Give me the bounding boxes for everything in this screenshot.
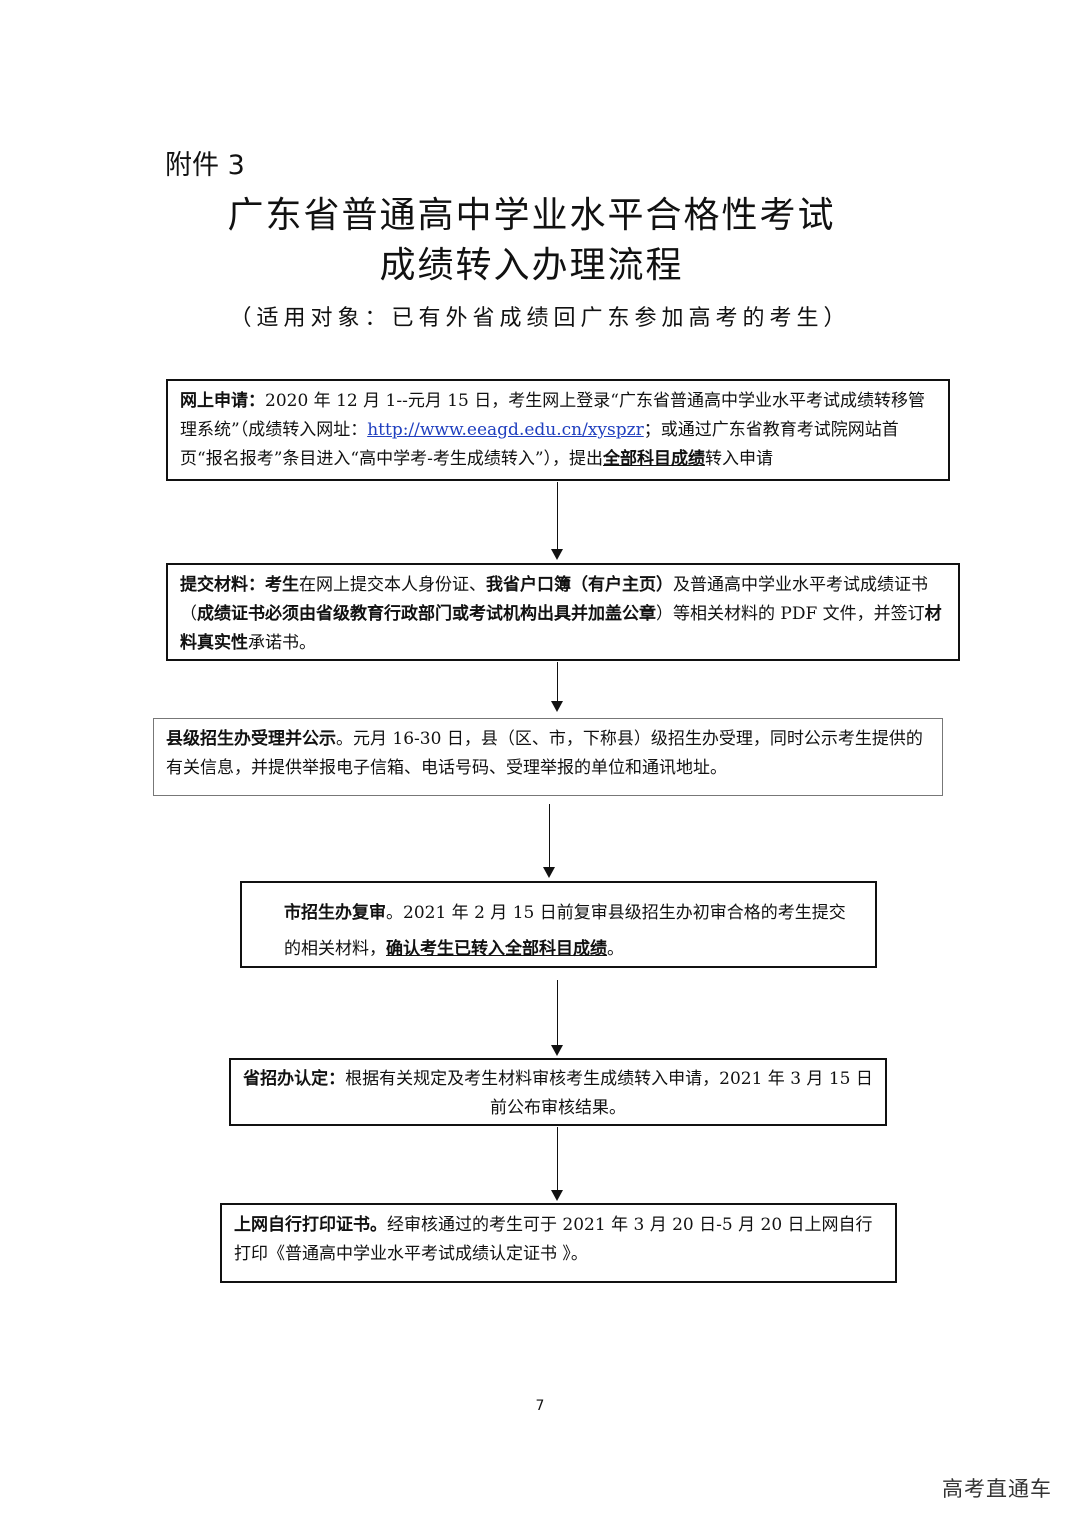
- step-text: 及普通高中学业水平考试成绩证书（: [180, 575, 928, 624]
- step-heading: 市招生办复审: [284, 903, 386, 923]
- step-text: 。元月 16-30 日，县（区、市，下称县）级招生办受理，同时公示考生提供的有关…: [166, 729, 923, 778]
- flow-step-online-application: 网上申请：2020 年 12 月 1--元月 15 日，考生网上登录“广东省普通…: [166, 379, 950, 481]
- step-heading: 县级招生办受理并公示: [166, 729, 336, 749]
- step-text: 转入申请: [705, 449, 774, 469]
- step-text: 经审核通过的考生可于 2021 年 3 月 20 日-5 月 20 日上网自行打…: [234, 1215, 873, 1264]
- step-emphasis: 材料真实性: [180, 604, 942, 653]
- step-text: 承诺书。: [248, 633, 316, 653]
- registration-url-link[interactable]: http://www.eeagd.edu.cn/xyspzr: [367, 420, 644, 440]
- flow-step-submit-materials: 提交材料：考生在网上提交本人身份证、我省户口簿（有户主页）及普通高中学业水平考试…: [166, 563, 960, 661]
- step-text: 。2021 年 2 月 15 日前复审县级招生办初审合格的考生提交的相关材料，: [284, 903, 846, 959]
- page-number: 7: [535, 1398, 545, 1414]
- document-subtitle: （适用对象：已有外省成绩回广东参加高考的考生）: [229, 306, 851, 331]
- flow-step-county-review: 县级招生办受理并公示。元月 16-30 日，县（区、市，下称县）级招生办受理，同…: [153, 718, 943, 796]
- flow-step-city-recheck: 市招生办复审。2021 年 2 月 15 日前复审县级招生办初审合格的考生提交的…: [240, 881, 877, 968]
- step-text: 2020 年 12 月 1--元月 15 日，考生网上登录“广东省普通高中学业水…: [180, 391, 925, 440]
- step-emphasis: 我省户口簿（有户主页）: [486, 575, 673, 595]
- step-emphasis: 考生: [265, 575, 299, 595]
- document-title-line2: 成绩转入办理流程: [379, 245, 684, 286]
- step-text: ；或通过广东省教育考试院网站首页“报名报考”条目进入“高中学考-考生成绩转入”）…: [180, 420, 899, 469]
- watermark: 高考直通车: [942, 1477, 1052, 1501]
- flow-step-print-certificate: 上网自行打印证书。经审核通过的考生可于 2021 年 3 月 20 日-5 月 …: [220, 1203, 897, 1283]
- flow-step-province-approval: 省招办认定：根据有关规定及考生材料审核考生成绩转入申请，2021 年 3 月 1…: [229, 1058, 887, 1126]
- step-emphasis: 确认考生已转入全部科目成绩: [386, 939, 607, 959]
- flow-arrow-down: [551, 1127, 563, 1201]
- flow-arrow-down: [551, 662, 563, 712]
- flow-arrow-down: [551, 482, 563, 560]
- step-heading: 省招办认定：: [243, 1069, 346, 1089]
- step-heading: 网上申请：: [180, 391, 265, 411]
- attachment-label: 附件 3: [165, 150, 245, 181]
- step-text: 。: [607, 939, 624, 959]
- step-heading: 上网自行打印证书。: [234, 1215, 387, 1235]
- step-text: 在网上提交本人身份证、: [299, 575, 486, 595]
- step-emphasis: 成绩证书必须由省级教育行政部门或考试机构出具并加盖公章: [197, 604, 656, 624]
- step-text: 根据有关规定及考生材料审核考生成绩转入申请，2021 年 3 月 15 日前公布…: [345, 1069, 873, 1118]
- flow-arrow-down: [543, 804, 555, 878]
- step-text: ）等相关材料的 PDF 文件，并签订: [656, 604, 925, 624]
- step-heading: 提交材料：: [180, 575, 265, 595]
- step-emphasis: 全部科目成绩: [603, 449, 706, 469]
- document-title-line1: 广东省普通高中学业水平合格性考试: [227, 195, 836, 236]
- flow-arrow-down: [551, 980, 563, 1056]
